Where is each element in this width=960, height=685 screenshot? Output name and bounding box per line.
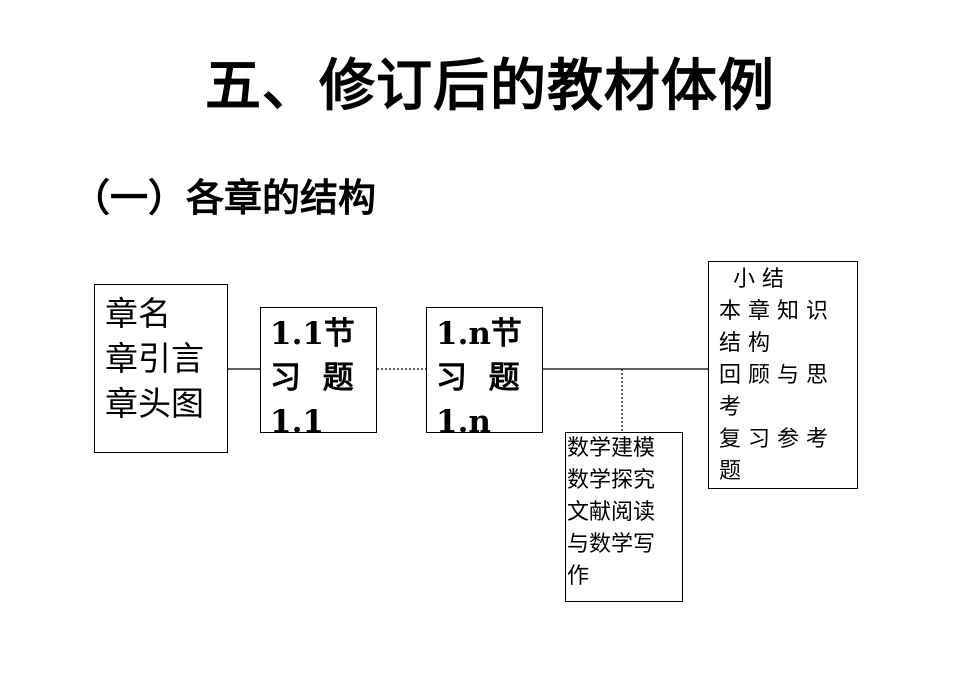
box-line: 回顾与思 bbox=[719, 363, 836, 388]
section-first-box: 1.1节 习 题 1.1 bbox=[260, 307, 377, 440]
box-line: 小结 bbox=[719, 267, 791, 292]
page-title: 五、修订后的教材体例 bbox=[205, 54, 775, 119]
box-line: 习 题 bbox=[436, 360, 520, 396]
box-line: 考 bbox=[719, 395, 749, 420]
box-line: 结构 bbox=[719, 331, 778, 356]
box-line: 作 bbox=[567, 564, 590, 589]
box-line: 习 题 bbox=[270, 360, 354, 396]
activities-box: 数学建模 数学探究 文献阅读 与数学写 作 bbox=[565, 432, 683, 602]
box-line: 1.n节 bbox=[436, 316, 522, 352]
box-line: 本章知识 bbox=[719, 299, 836, 324]
section-last-box: 1.n节 习 题 1.n bbox=[426, 307, 543, 440]
box-line: 题 bbox=[719, 459, 749, 484]
summary-box: 小结 本章知识 结构 回顾与思 考 复习参考 题 bbox=[708, 261, 858, 489]
box-line: 与数学写 bbox=[567, 532, 656, 557]
section-heading: （一）各章的结构 bbox=[72, 176, 377, 220]
chapter-intro-box: 章名 章引言 章头图 bbox=[94, 284, 228, 453]
box-line: 文献阅读 bbox=[567, 500, 656, 525]
box-line: 1.1节 bbox=[270, 316, 355, 352]
box-line: 1.n bbox=[436, 404, 491, 440]
box-line: 章引言 bbox=[105, 339, 204, 378]
box-line: 1.1 bbox=[270, 404, 324, 440]
box-line: 数学探究 bbox=[567, 468, 656, 493]
box-line: 数学建模 bbox=[567, 436, 656, 461]
box-line: 章名 bbox=[105, 294, 171, 333]
box-line: 复习参考 bbox=[719, 427, 836, 452]
box-line: 章头图 bbox=[105, 384, 204, 423]
